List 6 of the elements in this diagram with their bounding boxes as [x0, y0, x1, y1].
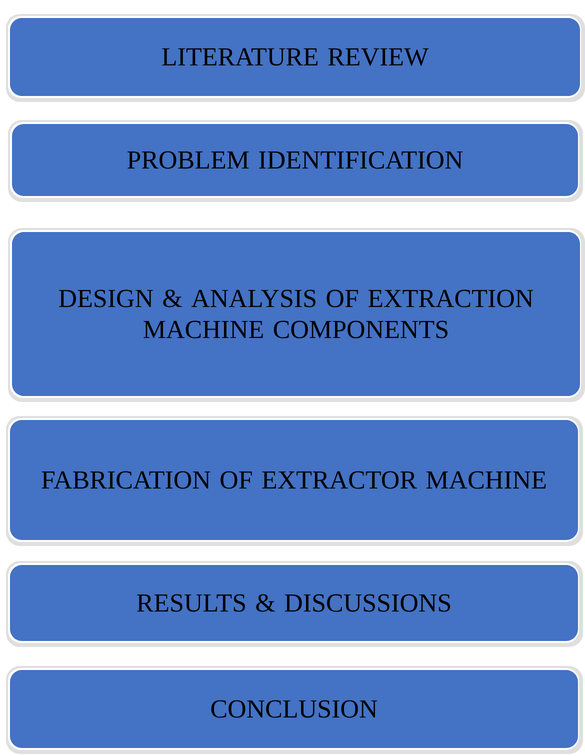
process-box: FABRICATION OF EXTRACTOR MACHINE — [6, 416, 583, 546]
process-box: PROBLEM IDENTIFICATION — [8, 120, 583, 202]
process-box: CONCLUSION — [6, 666, 583, 754]
process-box: RESULTS & DISCUSSIONS — [6, 561, 583, 647]
process-box: DESIGN & ANALYSIS OF EXTRACTION MACHINE COMPONENTS — [8, 228, 585, 402]
process-box: LITERATURE REVIEW — [6, 14, 585, 102]
